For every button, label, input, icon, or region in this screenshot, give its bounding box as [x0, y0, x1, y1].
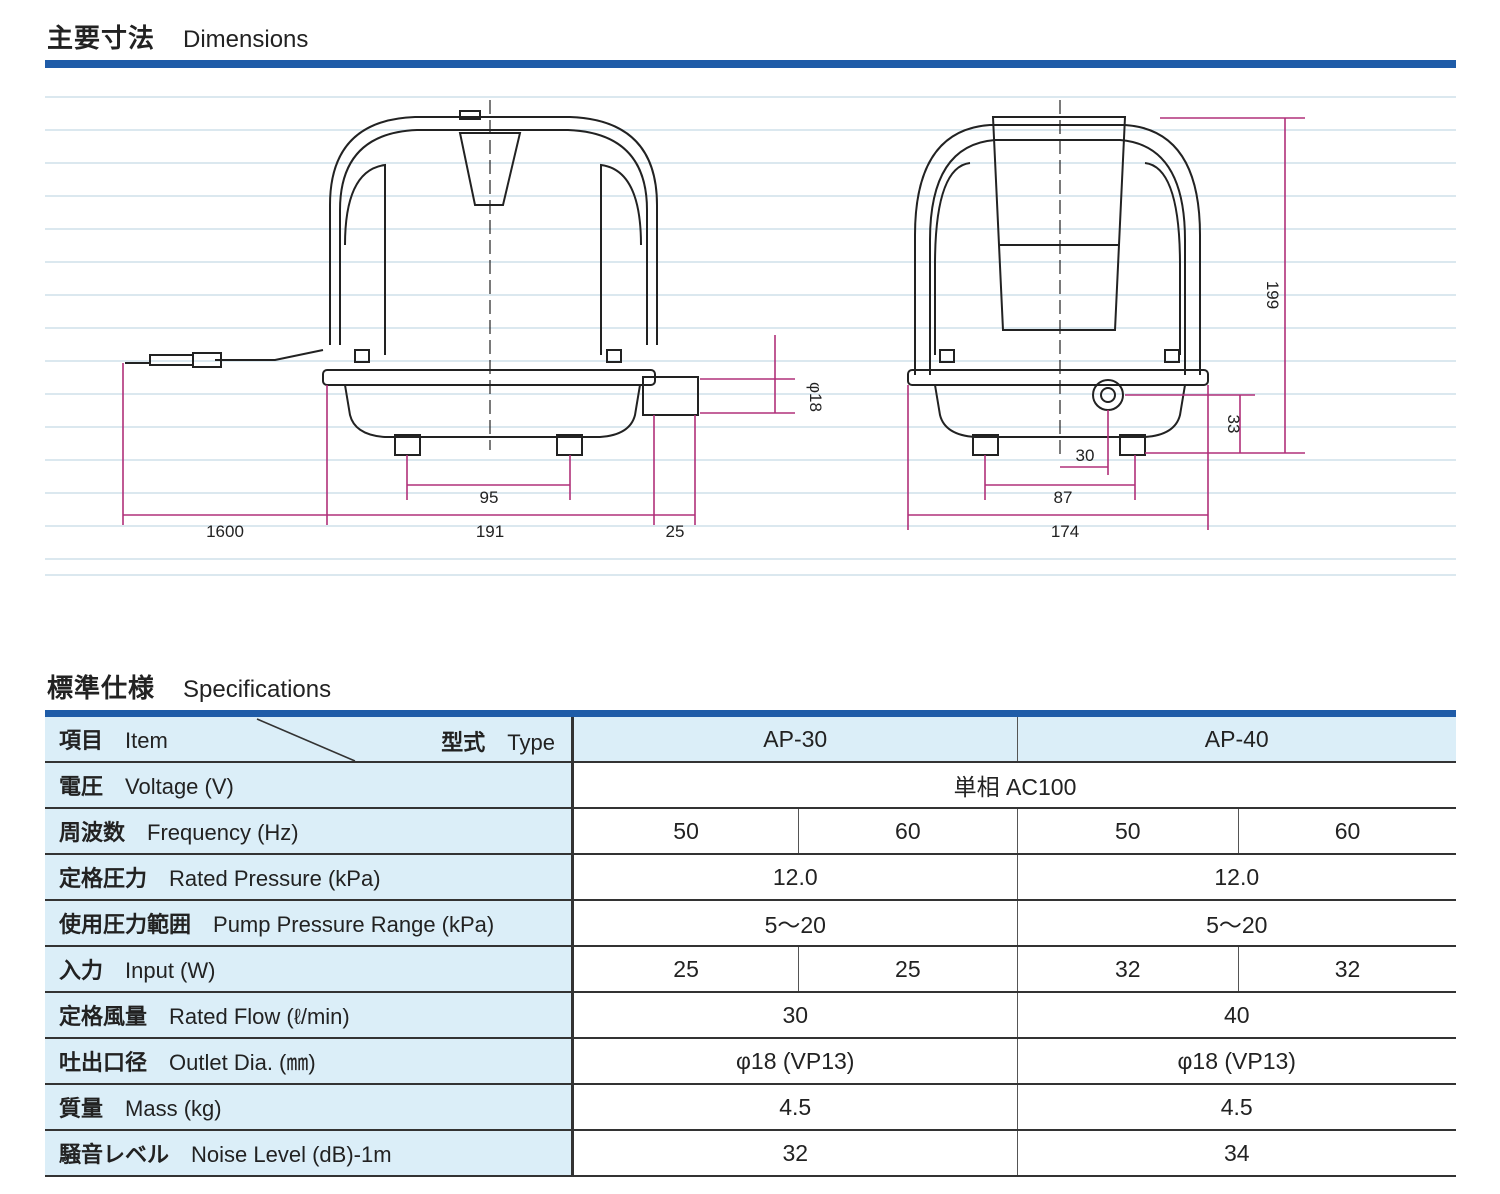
- row-label-en: Voltage (V): [125, 774, 234, 799]
- type-header: 型式 Type: [441, 725, 555, 757]
- type-jp: 型式: [441, 731, 486, 756]
- dim-outlet-height-label: 33: [1224, 415, 1243, 434]
- dimension-drawing: 1600 191 25 95 φ18 174 87 30 33 199: [45, 96, 1456, 576]
- dim-outlet-len-label: 25: [666, 522, 685, 541]
- specifications-section-title: 標準仕様 Specifications: [47, 668, 331, 705]
- row-label-jp: 質量: [59, 1097, 104, 1122]
- dim-cord-label: 1600: [206, 522, 244, 541]
- specifications-rule: [45, 710, 1456, 717]
- row-label-en: Rated Flow (ℓ/min): [169, 1004, 350, 1029]
- row-label-en: Rated Pressure (kPa): [169, 866, 381, 891]
- row-label-jp: 入力: [59, 959, 104, 984]
- table-cell: 5～20: [1017, 900, 1456, 947]
- table-row: 電圧 Voltage (V) 単相 AC100: [45, 762, 1456, 809]
- row-label-jp: 吐出口径: [59, 1051, 148, 1076]
- table-cell: 4.5: [1017, 1084, 1456, 1131]
- background-lines: [45, 96, 1456, 576]
- row-label-jp: 定格風量: [59, 1005, 148, 1030]
- voltage-value: 単相 AC100: [572, 762, 1456, 809]
- table-cell: 50: [1017, 808, 1239, 855]
- row-label: 定格風量 Rated Flow (ℓ/min): [45, 992, 574, 1039]
- row-label: 使用圧力範囲 Pump Pressure Range (kPa): [45, 900, 574, 947]
- table-cell: 30: [572, 992, 1018, 1039]
- row-label-jp: 使用圧力範囲: [59, 913, 192, 938]
- table-cell: 12.0: [572, 854, 1018, 901]
- dimensions-title-en: Dimensions: [183, 26, 309, 53]
- item-en: Item: [125, 728, 168, 753]
- specifications-title-en: Specifications: [183, 676, 332, 703]
- table-cell: 60: [1238, 808, 1456, 855]
- row-label-en: Noise Level (dB)-1m: [191, 1142, 392, 1167]
- table-cell: 60: [798, 808, 1018, 855]
- table-row: 入力 Input (W) 25 25 32 32: [45, 946, 1456, 993]
- dim-foot-span-side-label: 95: [480, 488, 499, 507]
- table-cell: 34: [1017, 1130, 1456, 1177]
- front-view: [907, 116, 1209, 456]
- row-label-jp: 電圧: [59, 775, 104, 800]
- table-header-row: 項目 Item 型式 Type AP-30 AP-40: [45, 717, 1456, 763]
- dimensions-title-jp: 主要寸法: [47, 24, 156, 54]
- item-jp: 項目: [59, 729, 104, 754]
- dim-height-label: 199: [1263, 281, 1282, 309]
- dimension-lines: [122, 117, 1305, 530]
- row-label: 吐出口径 Outlet Dia. (㎜): [45, 1038, 574, 1085]
- row-label-en: Frequency (Hz): [147, 820, 299, 845]
- table-cell: 32: [1017, 946, 1239, 993]
- row-label: 電圧 Voltage (V): [45, 762, 574, 809]
- table-cell: 50: [572, 808, 800, 855]
- dim-foot-span-front-label: 87: [1054, 488, 1073, 507]
- dimensions-section-title: 主要寸法 Dimensions: [47, 18, 308, 55]
- table-row: 使用圧力範囲 Pump Pressure Range (kPa) 5～20 5～2…: [45, 900, 1456, 947]
- table-cell: φ18 (VP13): [572, 1038, 1018, 1085]
- table-row: 騒音レベル Noise Level (dB)-1m 32 34: [45, 1130, 1456, 1177]
- row-label-en: Mass (kg): [125, 1096, 222, 1121]
- table-row: 吐出口径 Outlet Dia. (㎜) φ18 (VP13) φ18 (VP13…: [45, 1038, 1456, 1085]
- row-label-jp: 定格圧力: [59, 867, 148, 892]
- item-type-header: 項目 Item 型式 Type: [45, 717, 574, 763]
- row-label: 騒音レベル Noise Level (dB)-1m: [45, 1130, 574, 1177]
- specifications-table: 項目 Item 型式 Type AP-30 AP-40 電圧 Voltage (V) …: [45, 717, 1456, 1177]
- model-header-ap40: AP-40: [1017, 717, 1456, 763]
- table-cell: 12.0: [1017, 854, 1456, 901]
- side-view: [125, 110, 699, 456]
- dim-width-front-label: 174: [1051, 522, 1079, 541]
- row-label: 入力 Input (W): [45, 946, 574, 993]
- dimensions-rule: [45, 60, 1456, 68]
- table-row: 質量 Mass (kg) 4.5 4.5: [45, 1084, 1456, 1131]
- table-cell: 4.5: [572, 1084, 1018, 1131]
- table-row: 定格風量 Rated Flow (ℓ/min) 30 40: [45, 992, 1456, 1039]
- table-row: 周波数 Frequency (Hz) 50 60 50 60: [45, 808, 1456, 855]
- table-cell: φ18 (VP13): [1017, 1038, 1456, 1085]
- row-label-en: Outlet Dia. (㎜): [169, 1050, 316, 1075]
- row-label-jp: 騒音レベル: [59, 1143, 170, 1168]
- table-cell: 5～20: [572, 900, 1018, 947]
- table-cell: 32: [1238, 946, 1456, 993]
- row-label-en: Input (W): [125, 958, 216, 983]
- row-label: 質量 Mass (kg): [45, 1084, 574, 1131]
- table-row: 定格圧力 Rated Pressure (kPa) 12.0 12.0: [45, 854, 1456, 901]
- row-label: 定格圧力 Rated Pressure (kPa): [45, 854, 574, 901]
- header-diagonal: [256, 718, 356, 762]
- table-cell: 40: [1017, 992, 1456, 1039]
- row-label: 周波数 Frequency (Hz): [45, 808, 574, 855]
- specifications-title-jp: 標準仕様: [47, 674, 156, 704]
- dim-outlet-offset-label: 30: [1076, 446, 1095, 465]
- table-cell: 32: [572, 1130, 1018, 1177]
- dim-width-side-label: 191: [476, 522, 504, 541]
- row-label-en: Pump Pressure Range (kPa): [213, 912, 495, 937]
- dim-outlet-dia-label: φ18: [806, 382, 825, 412]
- table-cell: 25: [572, 946, 800, 993]
- type-en: Type: [507, 730, 555, 755]
- model-header-ap30: AP-30: [572, 717, 1018, 763]
- table-cell: 25: [798, 946, 1018, 993]
- row-label-jp: 周波数: [59, 821, 126, 846]
